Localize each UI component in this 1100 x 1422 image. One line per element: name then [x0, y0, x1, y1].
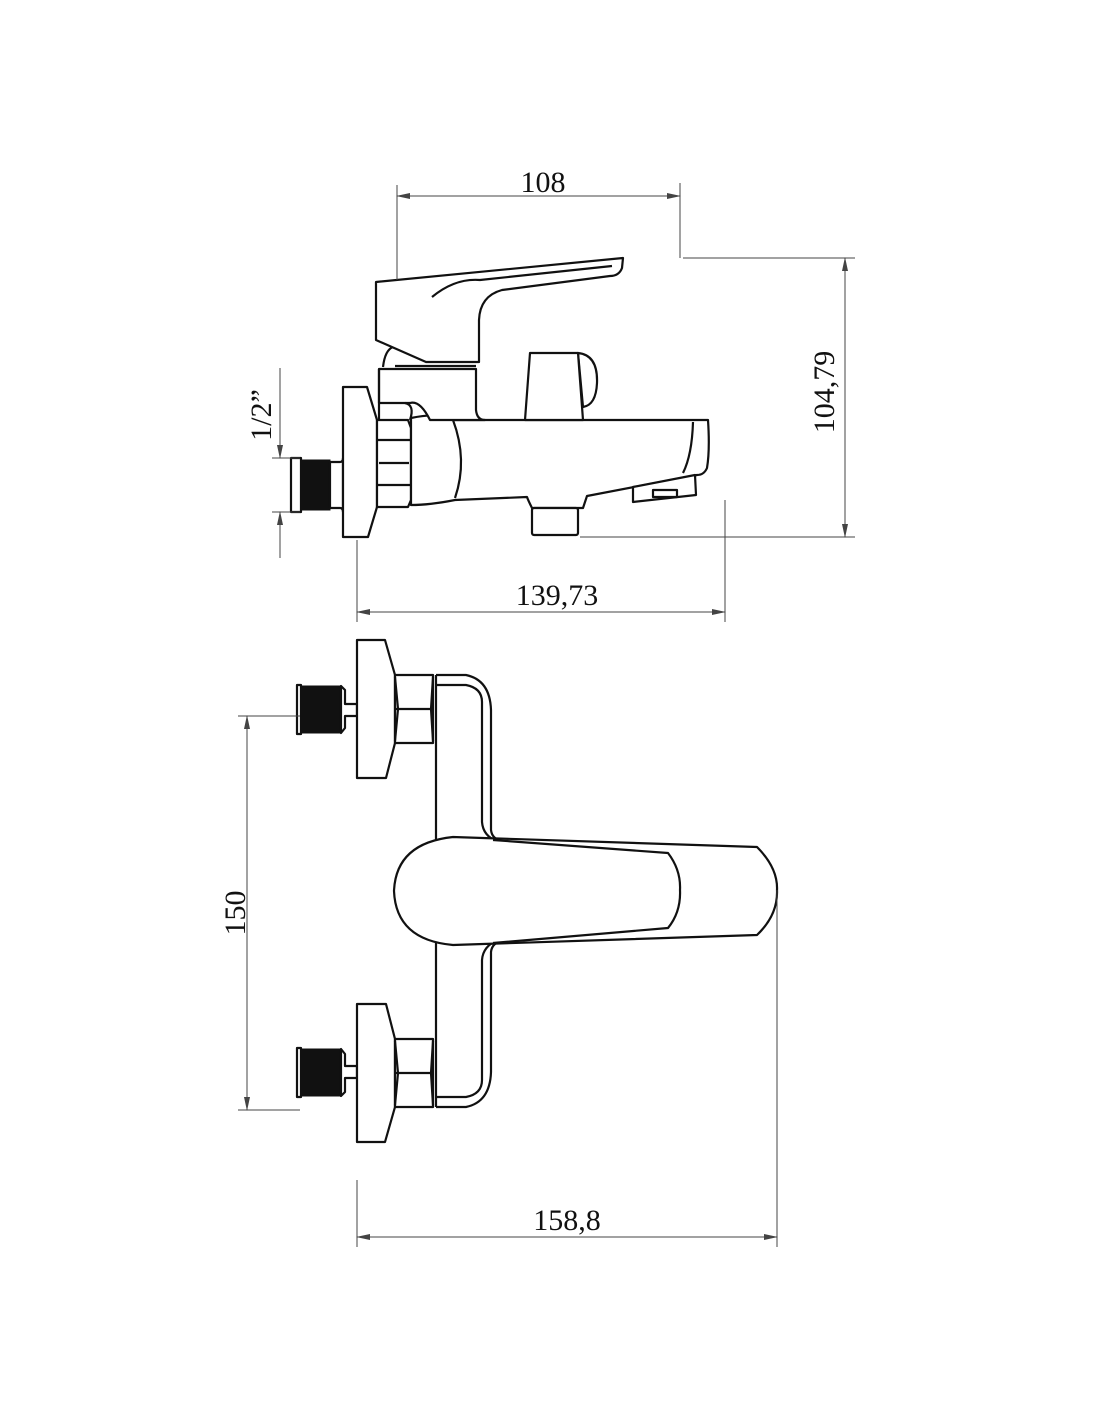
dimension-height: 104,79 — [580, 257, 855, 538]
dimension-front-depth: 158,8 — [356, 890, 778, 1247]
dimension-label-lever-length: 108 — [521, 166, 566, 199]
side-view — [289, 256, 710, 539]
dimension-label-inlet-spacing: 150 — [219, 891, 252, 936]
wall-flange — [341, 385, 379, 539]
dimension-label-thread: 1/2” — [245, 389, 278, 441]
dimension-inlet-spacing: 150 — [219, 715, 300, 1111]
lever-top — [392, 835, 779, 947]
dimension-label-height: 104,79 — [808, 351, 841, 434]
inlet-assembly-upper — [295, 638, 506, 844]
lever-handle — [374, 256, 625, 364]
diverter-knob — [523, 351, 599, 422]
inlet-assembly-lower — [295, 938, 507, 1144]
hex-nut — [375, 418, 413, 509]
dimension-label-side-depth: 139,73 — [516, 579, 599, 612]
dimension-side-depth: 139,73 — [356, 500, 726, 622]
dimension-lever-length: 108 — [396, 166, 681, 280]
threaded-inlet — [289, 456, 345, 514]
spout-outlet — [530, 506, 580, 537]
cartridge-body — [377, 367, 487, 422]
dimension-label-front-depth: 158,8 — [533, 1204, 601, 1237]
dimension-thread: 1/2” — [245, 368, 300, 558]
top-view — [295, 638, 779, 1144]
aerator — [631, 473, 698, 504]
